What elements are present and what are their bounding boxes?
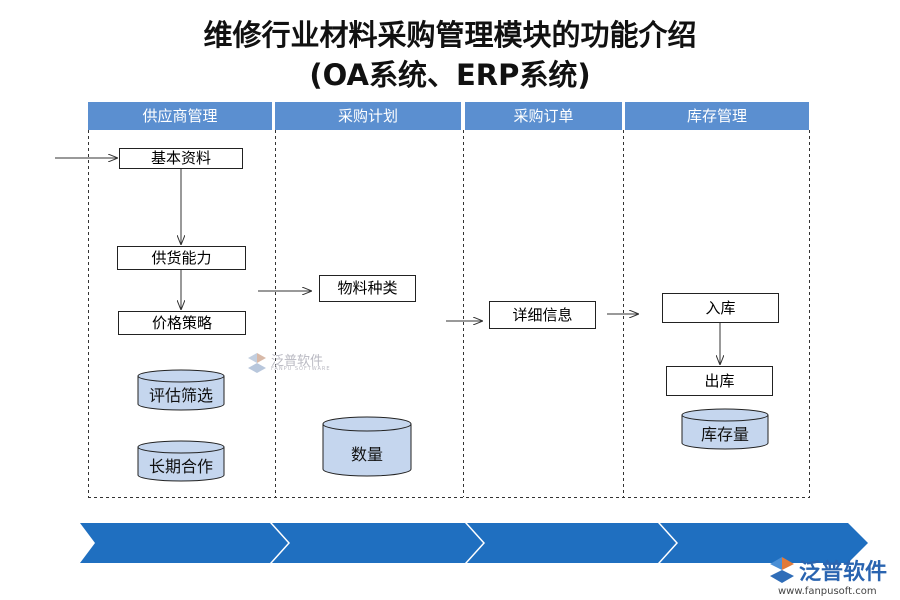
fanpu-corner-logo-icon (770, 557, 794, 583)
cylinder-quantity-shape (322, 416, 412, 477)
cylinder-long-term: 长期合作 (137, 440, 225, 482)
page-title: 维修行业材料采购管理模块的功能介绍 (203, 18, 697, 52)
cylinder-evaluation: 评估筛选 (137, 369, 225, 411)
corner-watermark: 泛普软件 www.fanpusoft.com (768, 554, 898, 598)
lane-header-supplier: 供应商管理 (88, 102, 272, 130)
page-subtitle: (OA系统、ERP系统) (309, 58, 591, 92)
box-outbound: 出库 (666, 366, 773, 396)
corner-watermark-url: www.fanpusoft.com (778, 586, 877, 597)
center-watermark: 泛普软件 FANPU SOFTWARE (246, 350, 346, 378)
lane-header-plan: 采购计划 (275, 102, 461, 130)
cylinder-evaluation-shape (137, 369, 225, 411)
box-price-strategy: 价格策略 (118, 311, 246, 335)
cylinder-stock-label: 库存量 (700, 425, 749, 444)
box-detail-info: 详细信息 (489, 301, 596, 329)
lane-header-inventory: 库存管理 (625, 102, 809, 130)
box-material-types: 物料种类 (319, 275, 416, 302)
process-chevron-4 (660, 523, 868, 563)
box-supply-capacity: 供货能力 (117, 246, 246, 270)
cylinder-long-term-label: 长期合作 (148, 457, 213, 476)
center-watermark-sub: FANPU SOFTWARE (271, 366, 331, 372)
box-inbound: 入库 (662, 293, 779, 323)
cylinder-stock: 库存量 (681, 408, 769, 450)
corner-watermark-text: 泛普软件 (799, 560, 888, 585)
cylinder-long-term-shape (137, 440, 225, 482)
cylinder-stock-shape (681, 408, 769, 450)
fanpu-logo-icon (248, 353, 266, 373)
box-basic-info: 基本资料 (119, 148, 243, 169)
cylinder-quantity-label: 数量 (350, 445, 383, 464)
process-chevron-2 (272, 523, 483, 563)
lane-header-order: 采购订单 (465, 102, 622, 130)
process-chevron-3 (467, 523, 676, 563)
center-watermark-text: 泛普软件 (271, 354, 324, 369)
cylinder-evaluation-label: 评估筛选 (148, 386, 213, 405)
process-chevron-1 (80, 523, 288, 563)
process-arrow-bar (80, 523, 868, 563)
cylinder-quantity: 数量 (322, 416, 412, 478)
